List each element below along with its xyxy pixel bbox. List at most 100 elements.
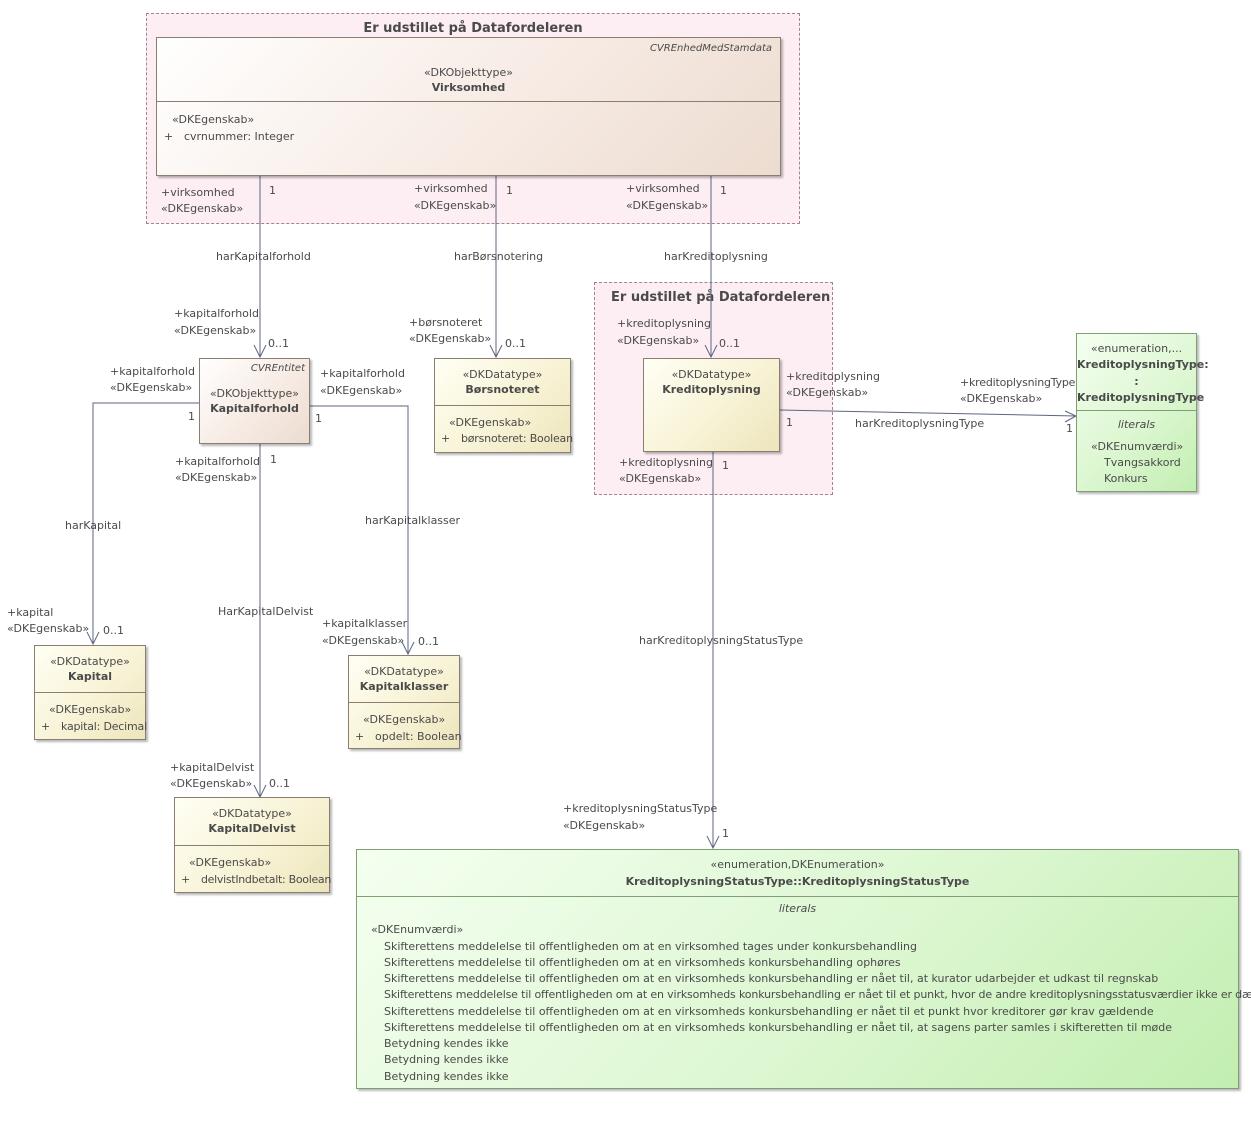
harKapital-src-role: +kapitalforhold — [110, 365, 195, 378]
harBorsnotering-name: harBørsnotering — [454, 250, 544, 263]
kapitalforhold-stereotype: «DKObjekttype» — [209, 387, 300, 400]
borsnoteret-attr: børsnoteret: Boolean — [461, 432, 573, 445]
kapitalforhold-name: Kapitalforhold — [210, 402, 299, 415]
class-kapitaldelvist[interactable]: «DKDatatype» KapitalDelvist «DKEgenskab»… — [174, 797, 332, 893]
harKapitalforhold-dst-role: +kapitalforhold — [174, 307, 259, 320]
harKapitalDelvist-dst-stereotype: «DKEgenskab» — [170, 777, 253, 790]
harKreditoplysningType-src-role: +kreditoplysning — [786, 370, 880, 383]
harKapitalforhold-dst-stereotype: «DKEgenskab» — [174, 324, 257, 337]
harKreditoplysning-src-role: +virksomhed — [626, 182, 700, 195]
harBorsnotering-src-stereotype: «DKEgenskab» — [414, 199, 497, 212]
enum-kreditoplysningtype[interactable]: «enumeration,... KreditoplysningType: : … — [1076, 333, 1209, 492]
kapitalforhold-type-tag: CVREntitet — [250, 363, 305, 374]
kapitalklasser-stereotype: «DKDatatype» — [364, 665, 444, 678]
kreditoplysningtype-stereotype: «enumeration,... — [1090, 342, 1183, 355]
kapitaldelvist-attr: delvistIndbetalt: Boolean — [201, 873, 332, 886]
harKreditoplysningStatusType-src-role: +kreditoplysning — [619, 456, 713, 469]
statustype-literal: Betydning kendes ikke — [384, 1053, 509, 1066]
borsnoteret-name: Børsnoteret — [465, 383, 540, 396]
harKreditoplysningType-src-mult: 1 — [786, 416, 793, 429]
harKreditoplysningType-dst-stereotype: «DKEgenskab» — [960, 392, 1043, 405]
kreditoplysningtype-name-3: KreditoplysningType — [1077, 391, 1205, 404]
borsnoteret-stereotype: «DKDatatype» — [462, 368, 543, 381]
enum-kreditoplysningstatustype[interactable]: «enumeration,DKEnumeration» Kreditoplysn… — [356, 849, 1251, 1089]
kreditoplysningtype-literal: Tvangsakkord — [1104, 456, 1181, 469]
harKapitalDelvist-src-stereotype: «DKEgenskab» — [175, 471, 258, 484]
virksomhed-attr-visibility: + — [164, 130, 174, 143]
class-kapital[interactable]: «DKDatatype» Kapital «DKEgenskab» + kapi… — [34, 645, 147, 740]
harKreditoplysningType-dst-role: +kreditoplysningType — [960, 376, 1076, 389]
harKapitalDelvist-name: HarKapitalDelvist — [218, 605, 314, 618]
kapitaldelvist-divider — [175, 845, 329, 846]
package-top-title: Er udstillet på Datafordeleren — [363, 21, 583, 36]
harKreditoplysning-src-mult: 1 — [720, 184, 727, 197]
harKreditoplysning-dst-stereotype: «DKEgenskab» — [617, 334, 700, 347]
statustype-literal: Skifterettens meddelelse til offentlighe… — [384, 988, 1251, 1001]
harKapital-dst-stereotype: «DKEgenskab» — [7, 622, 90, 635]
kreditoplysningtype-literal: Konkurs — [1104, 472, 1148, 485]
kreditoplysningtype-name-1: KreditoplysningType: — [1077, 358, 1209, 371]
kapital-divider — [35, 692, 145, 693]
class-borsnoteret[interactable]: «DKDatatype» Børsnoteret «DKEgenskab» + … — [434, 358, 573, 453]
harKapitalforhold-dst-mult: 0..1 — [268, 337, 289, 350]
kapitalklasser-attr-visibility: + — [355, 730, 365, 743]
class-kapitalklasser[interactable]: «DKDatatype» Kapitalklasser «DKEgenskab»… — [348, 655, 462, 749]
kreditoplysning-name: Kreditoplysning — [662, 383, 761, 396]
harKapitalforhold-src-stereotype: «DKEgenskab» — [161, 202, 244, 215]
harKapitalklasser-src-mult: 1 — [315, 412, 322, 425]
harKreditoplysningStatusType-src-stereotype: «DKEgenskab» — [619, 472, 702, 485]
harBorsnotering-src-mult: 1 — [506, 184, 513, 197]
harKreditoplysningType-name: harKreditoplysningType — [855, 417, 985, 430]
harKreditoplysning-dst-role: +kreditoplysning — [617, 317, 711, 330]
harKapitalklasser-dst-stereotype: «DKEgenskab» — [322, 634, 405, 647]
kapital-attr-visibility: + — [41, 720, 51, 733]
virksomhed-stereotype: «DKObjekttype» — [423, 66, 514, 79]
line-harKapitalklasser — [310, 405, 409, 654]
harKapitalklasser-name: harKapitalklasser — [365, 514, 461, 527]
harKapitalDelvist-dst-role: +kapitalDelvist — [170, 761, 255, 774]
package-kredit-title: Er udstillet på Datafordeleren — [611, 290, 831, 305]
kapitalklasser-attr: opdelt: Boolean — [375, 730, 462, 743]
kapitaldelvist-attr-visibility: + — [181, 873, 191, 886]
kapitalklasser-name: Kapitalklasser — [359, 680, 449, 693]
statustype-name: KreditoplysningStatusType::Kreditoplysni… — [625, 875, 970, 888]
harKapital-src-stereotype: «DKEgenskab» — [110, 381, 193, 394]
virksomhed-name: Virksomhed — [431, 81, 506, 94]
harKapital-dst-role: +kapital — [7, 606, 54, 619]
statustype-literal: Skifterettens meddelelse til offentlighe… — [384, 1021, 1173, 1034]
harKapitalDelvist-src-role: +kapitalforhold — [175, 455, 260, 468]
harKreditoplysning-name: harKreditoplysning — [664, 250, 768, 263]
harKapitalforhold-src-mult: 1 — [269, 184, 276, 197]
harKapitalklasser-src-stereotype: «DKEgenskab» — [320, 384, 403, 397]
harBorsnotering-dst-stereotype: «DKEgenskab» — [409, 332, 492, 345]
statustype-stereotype: «enumeration,DKEnumeration» — [710, 858, 885, 871]
class-kreditoplysning[interactable]: «DKDatatype» Kreditoplysning — [643, 358, 780, 452]
harKapitalklasser-dst-mult: 0..1 — [418, 635, 439, 648]
kapitalklasser-attr-stereotype: «DKEgenskab» — [363, 713, 446, 726]
kapitalklasser-divider — [349, 702, 459, 703]
kapitaldelvist-name: KapitalDelvist — [208, 822, 296, 835]
class-kapitalforhold[interactable]: CVREntitet «DKObjekttype» Kapitalforhold — [199, 358, 310, 444]
kreditoplysningtype-name-2: : — [1134, 375, 1139, 388]
virksomhed-attr-stereotype: «DKEgenskab» — [172, 113, 255, 126]
harBorsnotering-dst-mult: 0..1 — [505, 337, 526, 350]
kreditoplysningtype-lit-stereotype: «DKEnumværdi» — [1091, 440, 1184, 453]
harKreditoplysningStatusType-dst-stereotype: «DKEgenskab» — [563, 819, 646, 832]
statustype-literal: Skifterettens meddelelse til offentlighe… — [384, 972, 1159, 985]
statustype-literal: Skifterettens meddelelse til offentlighe… — [384, 956, 901, 969]
statustype-lit-stereotype: «DKEnumværdi» — [371, 923, 464, 936]
harKreditoplysning-dst-mult: 0..1 — [719, 337, 740, 350]
harKapital-dst-mult: 0..1 — [103, 624, 124, 637]
harBorsnotering-src-role: +virksomhed — [414, 182, 488, 195]
kreditoplysning-stereotype: «DKDatatype» — [671, 368, 752, 381]
harKreditoplysningStatusType-dst-mult: 1 — [722, 827, 729, 840]
statustype-literal: Skifterettens meddelelse til offentlighe… — [384, 1005, 1154, 1018]
harKreditoplysningStatusType-dst-role: +kreditoplysningStatusType — [563, 802, 718, 815]
harKapitalforhold-name: harKapitalforhold — [216, 250, 311, 263]
line-harKreditoplysningType — [779, 409, 1077, 417]
kapital-stereotype: «DKDatatype» — [50, 655, 130, 668]
harKreditoplysningStatusType-name: harKreditoplysningStatusType — [639, 634, 804, 647]
borsnoteret-attr-stereotype: «DKEgenskab» — [449, 416, 532, 429]
class-virksomhed[interactable]: CVREnhedMedStamdata «DKObjekttype» Virks… — [156, 37, 781, 176]
virksomhed-attr: cvrnummer: Integer — [184, 130, 295, 143]
